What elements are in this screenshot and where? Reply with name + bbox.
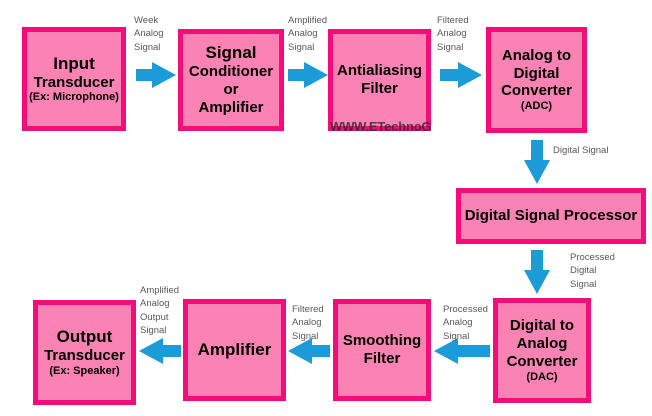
arrow-dac-to-smoothing-icon — [434, 338, 490, 364]
edge-label-processed-analog-signal: Processed Analog Signal — [443, 304, 488, 342]
block-output-transducer-line-2: Transducer — [44, 347, 125, 365]
block-signal-conditioner-line-3: or — [223, 81, 239, 99]
block-signal-conditioner-line-4: Amplifier — [198, 98, 264, 116]
block-dsp-line-1: Digital Signal Processor — [464, 207, 638, 225]
arrow-conditioner-to-filter-icon — [288, 62, 328, 88]
block-amplifier-line-1: Amplifier — [197, 339, 272, 359]
block-signal-conditioner-line-2: Conditioner — [188, 63, 274, 81]
arrow-adc-to-dsp-icon — [524, 140, 550, 184]
block-adc-line-3: Converter — [501, 82, 572, 100]
edge-label-processed-digital-signal: Processed Digital Signal — [570, 252, 615, 290]
block-antialiasing-filter-line-2: Filter — [361, 80, 398, 97]
arrow-smoothing-to-amplifier-icon — [288, 338, 330, 364]
edge-label-digital-signal: Digital Signal — [553, 145, 609, 156]
edge-label-amplified-analog-signal: Amplified Analog Signal — [288, 15, 328, 53]
block-antialiasing-filter-line-1: Antialiasing — [336, 62, 422, 80]
edge-label-filtered-analog-signal: Filtered Analog Signal — [437, 15, 469, 53]
arrow-input-to-conditioner-icon — [136, 62, 176, 88]
edge-label-filtered-analog-signal-2: Filtered Analog Signal — [292, 304, 324, 342]
block-adc-line-1: Analog to — [501, 46, 572, 64]
block-output-transducer-line-1: Output — [56, 327, 113, 347]
block-smoothing-filter-line-1: Smoothing — [342, 332, 422, 350]
block-input-transducer-line-3: (Ex: Microphone) — [29, 91, 119, 104]
arrow-filter-to-adc-icon — [440, 62, 482, 88]
block-signal-conditioner-line-1: Signal — [205, 43, 257, 63]
block-input-transducer-line-1: Input — [53, 53, 95, 73]
arrow-amplifier-to-output-icon — [139, 338, 181, 364]
arrow-dsp-to-dac-icon — [524, 250, 550, 294]
edge-label-week-analog-signal: Week Analog Signal — [134, 15, 164, 53]
block-adc-line-2: Digital — [513, 64, 560, 82]
block-adc-line-4: (ADC) — [520, 100, 553, 113]
block-dac-line-2: Analog — [516, 335, 568, 353]
block-smoothing-filter-line-2: Filter — [363, 350, 401, 367]
watermark-text: WWW.ETechnoG — [330, 119, 432, 134]
block-dac-line-1: Digital to — [509, 317, 575, 335]
block-dsp[interactable]: Digital Signal Processor — [456, 188, 646, 244]
block-dac-line-4: (DAC) — [526, 370, 558, 383]
block-dac-line-3: Converter — [506, 352, 578, 370]
block-input-transducer-line-2: Transducer — [33, 73, 115, 91]
block-output-transducer-line-3: (Ex: Speaker) — [49, 364, 120, 377]
block-amplifier[interactable]: Amplifier — [183, 299, 286, 401]
edge-label-amplified-analog-output-signal: Amplified Analog Output Signal — [140, 285, 180, 337]
